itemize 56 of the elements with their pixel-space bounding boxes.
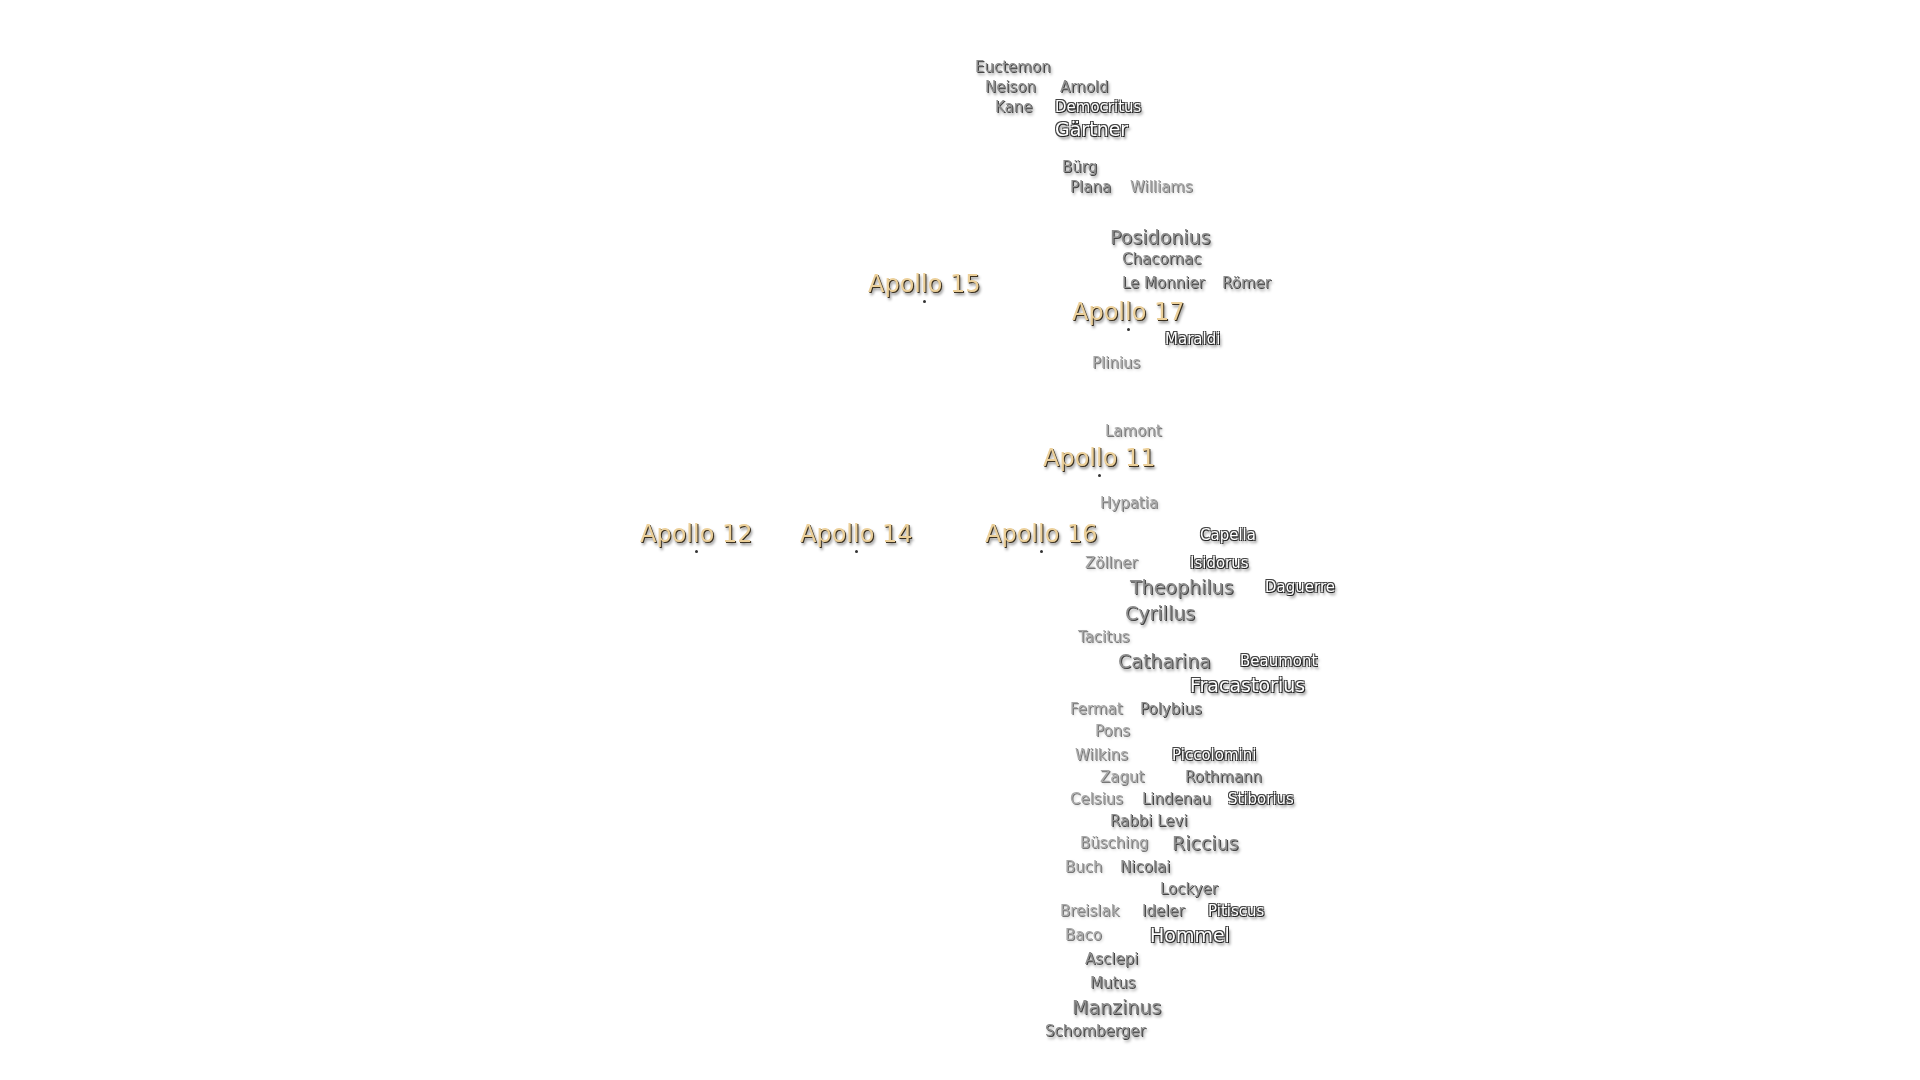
crater-label: Rothmann [1185,770,1263,785]
crater-label: Catharina [1118,652,1211,671]
crater-label: Asclepi [1085,952,1139,967]
crater-label: Le Monnier [1122,276,1205,291]
crater-label: Zöllner [1085,556,1138,571]
crater-label: Buch [1065,860,1103,875]
crater-label: Manzinus [1072,998,1162,1017]
crater-label: Baco [1065,928,1102,943]
crater-label: Zagut [1100,770,1145,785]
landing-site-label: Apollo 15 [868,272,981,296]
crater-label: Plinius [1092,356,1141,371]
crater-label: Rabbi Levi [1110,814,1188,829]
crater-label: Fracastorius [1190,676,1306,695]
crater-label: Cyrillus [1125,604,1196,623]
crater-label: Lockyer [1160,882,1218,897]
crater-label: Römer [1222,276,1271,291]
crater-label: Euctemon [975,60,1051,75]
crater-label: Piccolomini [1172,748,1257,763]
crater-label: Wilkins [1075,748,1128,763]
crater-label: Plana [1070,180,1112,195]
crater-label: Pitiscus [1208,904,1265,919]
landing-site-label: Apollo 16 [985,522,1098,546]
crater-label: Celsius [1070,792,1124,807]
crater-label: Beaumont [1240,654,1318,669]
crater-label: Mutus [1090,976,1136,991]
landing-site-label: Apollo 11 [1043,446,1156,470]
crater-label: Schomberger [1045,1024,1146,1039]
crater-label: Lindenau [1142,792,1211,807]
crater-label: Breislak [1060,904,1120,919]
crater-label: Arnold [1060,80,1109,95]
crater-label: Lamont [1105,424,1162,439]
crater-label: Isidorus [1190,556,1249,571]
crater-label: Hommel [1150,926,1230,945]
crater-label: Democritus [1055,100,1142,115]
crater-label: Stiborius [1228,792,1294,807]
crater-label: Polybius [1140,702,1202,717]
crater-label: Chacornac [1122,252,1202,267]
crater-label: Riccius [1172,834,1239,853]
crater-label: Tacitus [1078,630,1130,645]
crater-label: Büsching [1080,836,1149,851]
crater-label: Hypatia [1100,496,1159,511]
landing-site-label: Apollo 17 [1072,300,1185,324]
landing-site-label: Apollo 12 [640,522,753,546]
crater-label: Gärtner [1055,120,1129,139]
crater-label: Maraldi [1165,332,1221,347]
crater-label: Pons [1095,724,1130,739]
landing-site-label: Apollo 14 [800,522,913,546]
crater-label: Kane [995,100,1033,115]
crater-label: Nicolai [1120,860,1171,875]
crater-label: Theophilus [1130,578,1234,597]
crater-label: Posidonius [1110,228,1211,247]
crater-label: Fermat [1070,702,1123,717]
crater-label: Neison [985,80,1037,95]
crater-label: Bürg [1062,160,1098,175]
crater-label: Ideler [1142,904,1185,919]
crater-label: Williams [1130,180,1193,195]
